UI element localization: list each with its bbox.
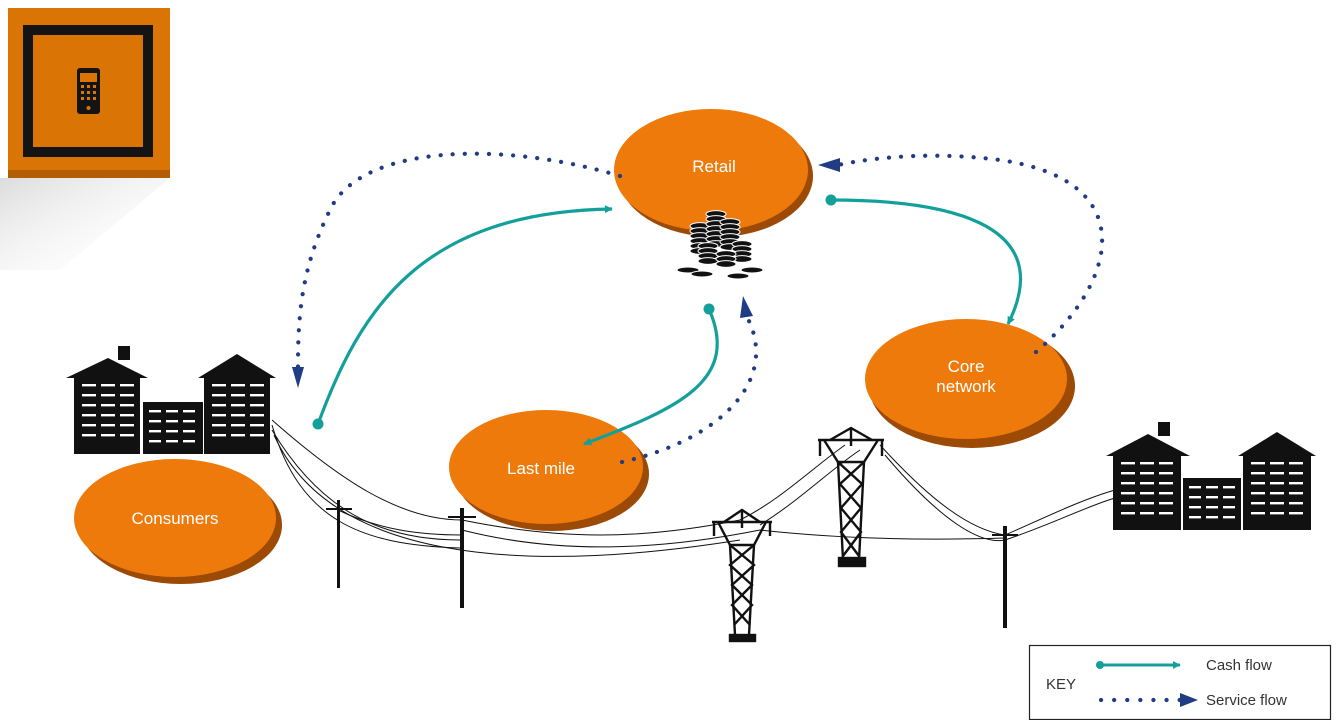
building-icon — [66, 346, 276, 454]
retail-node: Retail — [614, 109, 813, 237]
key-cash-flow-label: Cash flow — [1206, 657, 1272, 674]
mobile-icon-tile — [0, 8, 170, 270]
consumers-label: Consumers — [132, 509, 219, 528]
core-network-node: Core network — [865, 319, 1075, 448]
key-service-flow-label: Service flow — [1206, 692, 1287, 709]
building-icon — [1106, 422, 1316, 530]
consumers-node: Consumers — [74, 459, 282, 584]
utility-pole-icon — [326, 500, 352, 588]
cash-flow-retail-to-core-network — [825, 194, 1023, 325]
service-flow-core-network-to-retail — [818, 153, 1105, 355]
pylon-icon — [818, 426, 884, 568]
service-flow-retail-to-consumers — [292, 151, 623, 388]
cash-flow-retail-to-last-mile — [583, 303, 719, 446]
key-cash-flow-sample — [1096, 661, 1181, 669]
cash-flow-consumers-to-retail — [312, 205, 613, 430]
core-network-label-line1: Core — [948, 357, 985, 376]
last-mile-node: Last mile — [449, 410, 649, 531]
utility-pole-icon — [992, 526, 1018, 628]
pylon-icon — [712, 508, 772, 643]
service-flow-last-mile-to-retail — [619, 296, 759, 465]
utility-pole-icon — [448, 508, 476, 608]
key-service-flow-sample — [1098, 693, 1198, 707]
key-legend: KEY Cash flow Service flow — [1028, 644, 1332, 720]
retail-label: Retail — [692, 157, 735, 176]
coins-icon — [676, 210, 764, 280]
last-mile-label: Last mile — [507, 459, 575, 478]
mobile-phone-icon — [77, 68, 100, 114]
key-title: KEY — [1046, 676, 1076, 693]
core-network-label-line2: network — [936, 377, 996, 396]
